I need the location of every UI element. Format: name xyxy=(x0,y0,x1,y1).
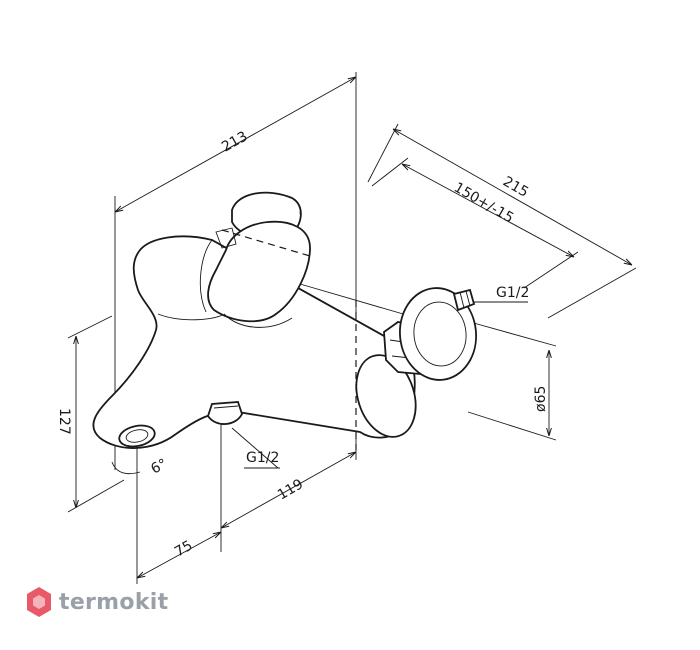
termokit-logo: termokit xyxy=(25,586,168,618)
end-cap xyxy=(355,354,417,438)
dimension-65: ø65 xyxy=(467,321,557,441)
wall-connector xyxy=(299,283,477,381)
bottom-connector xyxy=(207,401,243,425)
termokit-hexagon-icon xyxy=(27,587,51,617)
dimension-150: 150+/-15 xyxy=(371,157,579,289)
dim-65-label: ø65 xyxy=(533,386,549,412)
g12-bottom-label: G1/2 xyxy=(246,450,279,466)
angle-6-degrees: 6° xyxy=(111,456,170,478)
termokit-wordmark: termokit xyxy=(59,589,169,615)
angle-6-label: 6° xyxy=(148,456,170,478)
top-lever xyxy=(207,220,311,323)
dim-119-label: 119 xyxy=(275,476,306,503)
dim-75-label: 75 xyxy=(172,538,195,561)
g12-bottom-callout: G1/2 xyxy=(231,427,280,469)
mixer-body xyxy=(92,191,417,450)
dim-213-label: 213 xyxy=(219,129,250,156)
dim-127-label: 127 xyxy=(56,408,72,435)
dimension-127: 127 xyxy=(56,315,125,513)
dim-215-label: 215 xyxy=(500,174,531,201)
g12-top-label: G1/2 xyxy=(496,285,529,301)
dimension-75: 75 xyxy=(137,440,221,584)
thread-g12 xyxy=(452,288,476,312)
dimension-119: 119 xyxy=(221,420,356,552)
